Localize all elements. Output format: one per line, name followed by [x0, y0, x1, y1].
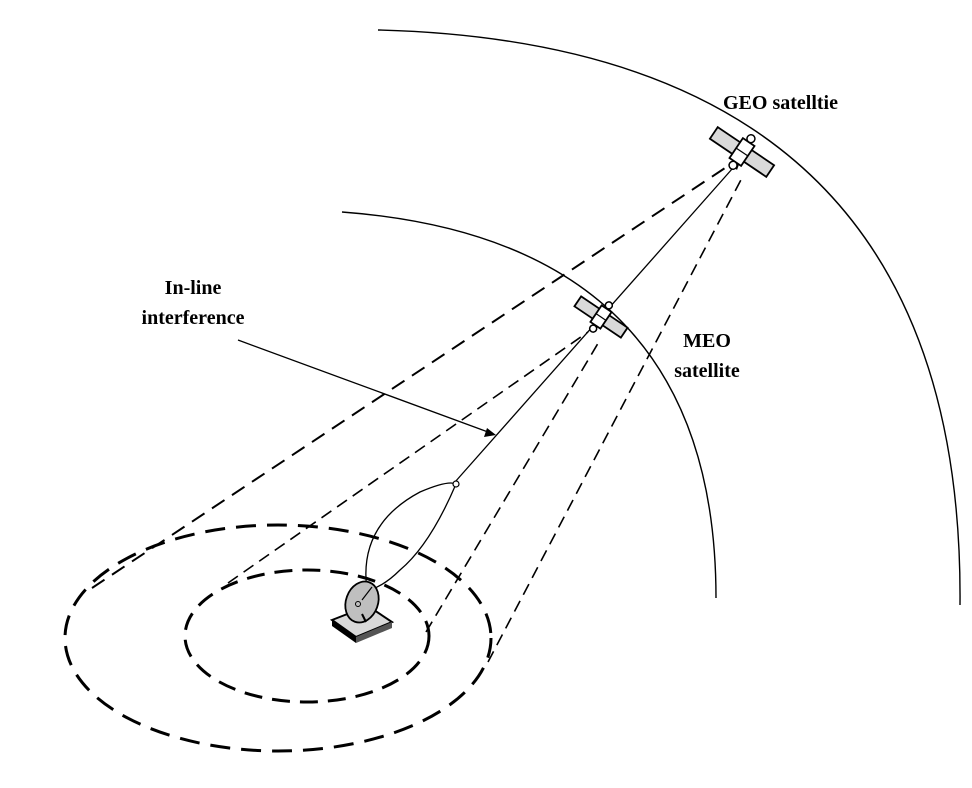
geo-beam-left-edge: [91, 165, 729, 589]
interference-pointer-arrowhead: [484, 428, 496, 437]
meo-footprint: [183, 568, 431, 704]
geo-orbit: [377, 29, 961, 606]
geo-satellite-icon: [708, 125, 776, 179]
meo-satellite-label: MEO satellite: [652, 326, 762, 386]
geo-beam-right-edge: [487, 175, 744, 663]
meo-orbit: [341, 211, 717, 599]
beam-lobe-tip: [452, 480, 460, 488]
ground-station-icon: [329, 580, 395, 643]
inline-interference-label-line2: interference: [141, 307, 245, 329]
meo-beam-left-edge: [227, 331, 589, 584]
geo-footprint: [63, 523, 493, 753]
inline-interference-label: In-line interference: [118, 273, 268, 333]
beam-lobe: [365, 482, 457, 591]
meo-satellite-icon: [573, 295, 629, 339]
meo-satellite-label-line1: MEO: [683, 330, 731, 352]
interference-pointer: [237, 339, 489, 433]
inline-interference-label-line1: In-line: [164, 277, 222, 299]
geo-satellite-label: GEO satelltie: [723, 92, 838, 114]
meo-satellite-label-line2: satellite: [674, 360, 740, 382]
